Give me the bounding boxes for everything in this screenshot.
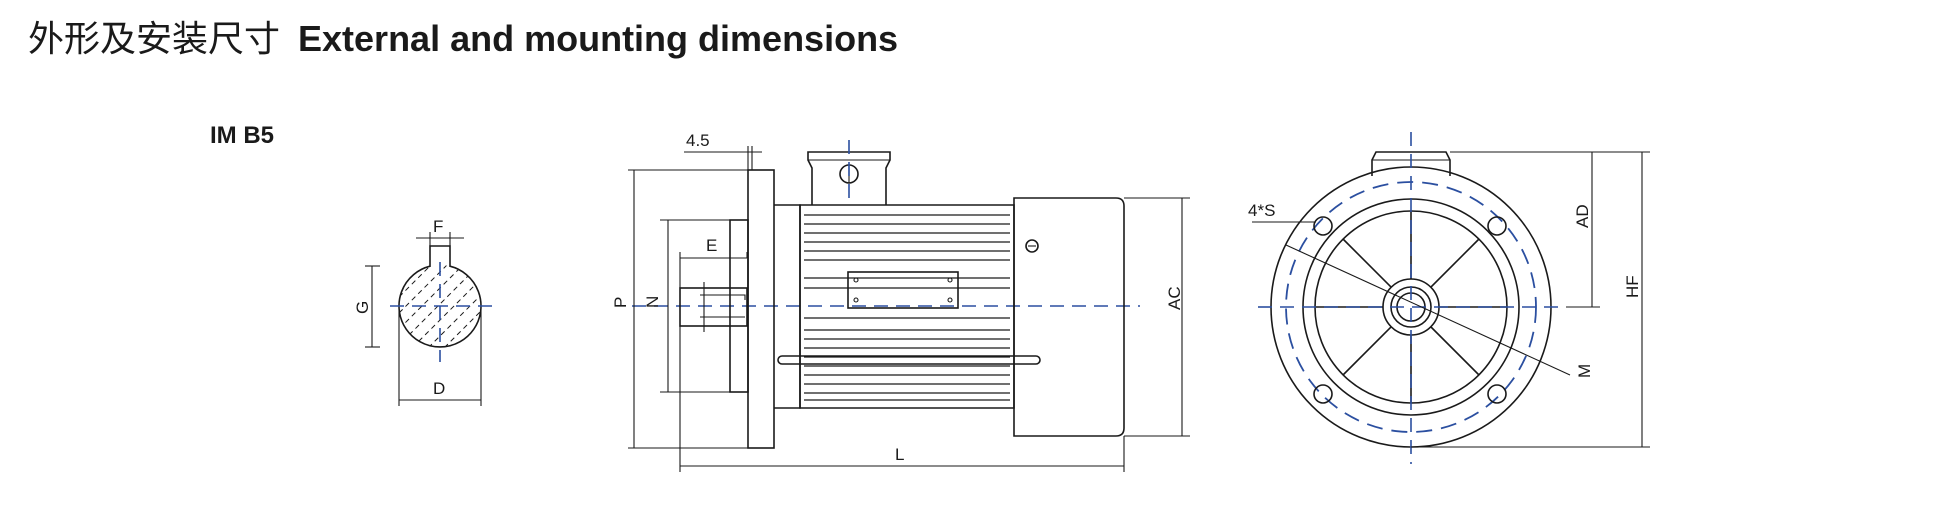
label-ad: AD — [1573, 204, 1592, 228]
mounting-type-label: IM B5 — [210, 122, 275, 149]
side-rib-rod — [777, 355, 1041, 365]
mounting-hole-icon — [1487, 384, 1507, 404]
side-fan-cover — [1013, 197, 1125, 437]
label-d: D — [433, 379, 445, 398]
label-hf: HF — [1623, 275, 1642, 298]
leader-m — [1285, 244, 1571, 376]
shaft-section: F G D — [353, 217, 492, 406]
mounting-hole-icon — [1487, 216, 1507, 236]
label-n: N — [643, 296, 662, 308]
label-e: E — [706, 236, 717, 255]
label-4-5: 4.5 — [686, 131, 710, 150]
side-earth-icon — [1025, 239, 1039, 253]
side-nameplate — [847, 271, 959, 309]
shaft-outline — [398, 245, 482, 348]
mounting-hole-icon — [1313, 384, 1333, 404]
mounting-hole-icon — [1313, 216, 1333, 236]
side-flange — [747, 169, 775, 449]
label-4s: 4*S — [1248, 201, 1275, 220]
motor-side-view: 4.5 E P N AC L — [611, 131, 1190, 472]
label-p: P — [611, 297, 630, 308]
side-shaft — [679, 287, 748, 327]
front-mounting-holes — [1313, 216, 1507, 404]
front-terminal-box — [1371, 151, 1451, 176]
label-m: M — [1575, 364, 1594, 378]
label-g: G — [353, 301, 372, 314]
label-ac: AC — [1165, 286, 1184, 310]
motor-front-view: 4*S M AD HF — [1248, 132, 1650, 464]
side-fins — [804, 214, 1010, 401]
title-chinese: 外形及安装尺寸 — [28, 19, 281, 60]
title-english: External and mounting dimensions — [298, 18, 899, 59]
label-f: F — [433, 217, 443, 236]
label-l: L — [895, 445, 904, 464]
page-title: 外形及安装尺寸 External and mounting dimensions — [28, 14, 898, 65]
